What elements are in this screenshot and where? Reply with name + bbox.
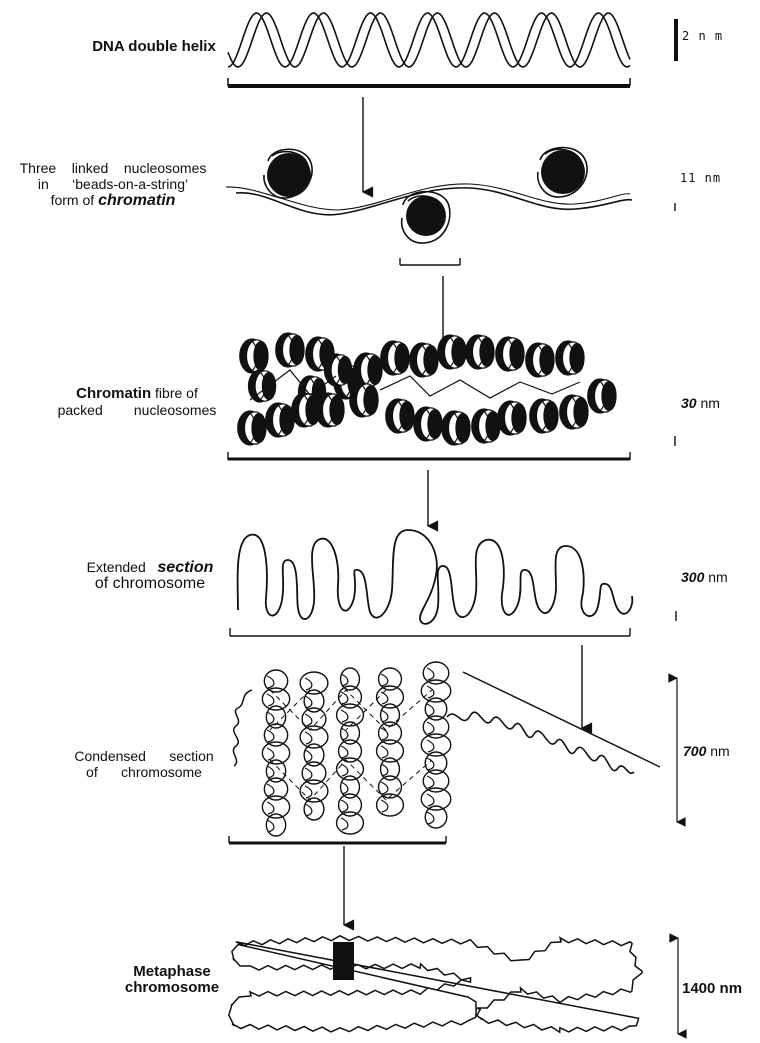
scale-label-fibre: 30 nm (681, 395, 720, 411)
fibre-nucleosome-bottom-5 (350, 383, 378, 417)
fibre-nucleosome-top-11 (526, 343, 554, 377)
fibre-nucleosome-bottom-7 (414, 407, 442, 441)
fibre-nucleosome-top-6 (381, 341, 409, 375)
label-condensed-line2: of chromosome (56, 764, 232, 780)
beads-on-a-string (226, 148, 632, 244)
fibre-nucleosome-bottom-9 (472, 409, 500, 443)
fibre-nucleosome-bottom-13 (588, 379, 616, 413)
fibre-nucleosome-top-7 (410, 343, 438, 377)
scale-label-condensed: 700 nm (683, 743, 730, 759)
fibre-nucleosome-bottom-2 (266, 403, 294, 437)
label-beads-line3: form of chromatin (0, 192, 226, 209)
scale-label-extended: 300 nm (681, 569, 728, 585)
fibre-nucleosome-bottom-1 (238, 411, 266, 445)
fibre-nucleosome-top-1 (240, 339, 268, 373)
condensed-scaffold-lines (270, 690, 432, 800)
nucleosome-left (264, 149, 312, 198)
fibre-nucleosome-mid-1 (248, 370, 275, 402)
label-fibre-line2: packed nucleosomes (42, 402, 232, 418)
fibre-nucleosome-top-5 (354, 353, 382, 387)
fibre-nucleosome-bottom-4 (316, 393, 344, 427)
nucleosome-center (402, 192, 450, 243)
nucleosome-right (538, 148, 587, 198)
fibre-nucleosome-bottom-10 (498, 401, 526, 435)
label-beads-on-a-string: Three linked nucleosomes in ‘beads-on-a-… (0, 160, 226, 209)
fibre-nucleosome-bottom-11 (530, 399, 558, 433)
fibre-nucleosome-top-10 (496, 337, 524, 371)
scale-label-beads: 11 nm (680, 171, 721, 185)
metaphase-band (333, 942, 354, 980)
label-extended-section: Extended section of chromosome (70, 559, 230, 592)
scale-label-dna: 2 n m (682, 29, 723, 43)
condensed-loop-column-1 (262, 670, 289, 836)
condensed-loop-column-5 (421, 662, 451, 828)
metaphase-outline-right (236, 936, 642, 1032)
label-condensed-line1: Condensed section (56, 748, 232, 764)
fibre-nucleosome-bottom-6 (386, 399, 414, 433)
scale-label-metaphase: 1400 nm (682, 980, 742, 997)
fibre-nucleosome-top-9 (466, 335, 494, 369)
dna-double-helix (228, 13, 630, 67)
metaphase-chromosome (229, 936, 642, 1032)
dna-scale-bar (674, 19, 678, 61)
condensed-left-tail (233, 690, 252, 766)
fibre-nucleosome-bottom-8 (442, 411, 470, 445)
fibre-nucleosome-top-12 (556, 341, 584, 375)
condensed-loop-column-2 (300, 672, 328, 820)
condensed-section (233, 662, 450, 836)
condensed-loop-column-4 (377, 668, 404, 816)
label-beads-line2: in ‘beads-on-a-string’ (0, 176, 226, 192)
fibre-nucleosome-top-2 (276, 333, 304, 367)
label-dna-double-helix: DNA double helix (74, 39, 234, 55)
label-fibre-word-chromatin: Chromatin (76, 385, 151, 402)
condensed-extended-strand (447, 712, 634, 773)
helix-strand-b (228, 13, 630, 67)
chromatin-fibre (238, 333, 616, 445)
extended-section-loops (238, 530, 633, 624)
label-metaphase-chromosome: Metaphase chromosome (112, 964, 232, 996)
label-beads-line1: Three linked nucleosomes (0, 160, 226, 176)
condensed-loop-column-3 (337, 668, 364, 834)
fibre-nucleosome-bottom-12 (560, 395, 588, 429)
label-condensed-section: Condensed section of chromosome (56, 748, 232, 780)
fibre-nucleosome-top-8 (438, 335, 466, 369)
label-chromatin-fibre: Chromatin fibre of packed nucleosomes (42, 385, 232, 418)
